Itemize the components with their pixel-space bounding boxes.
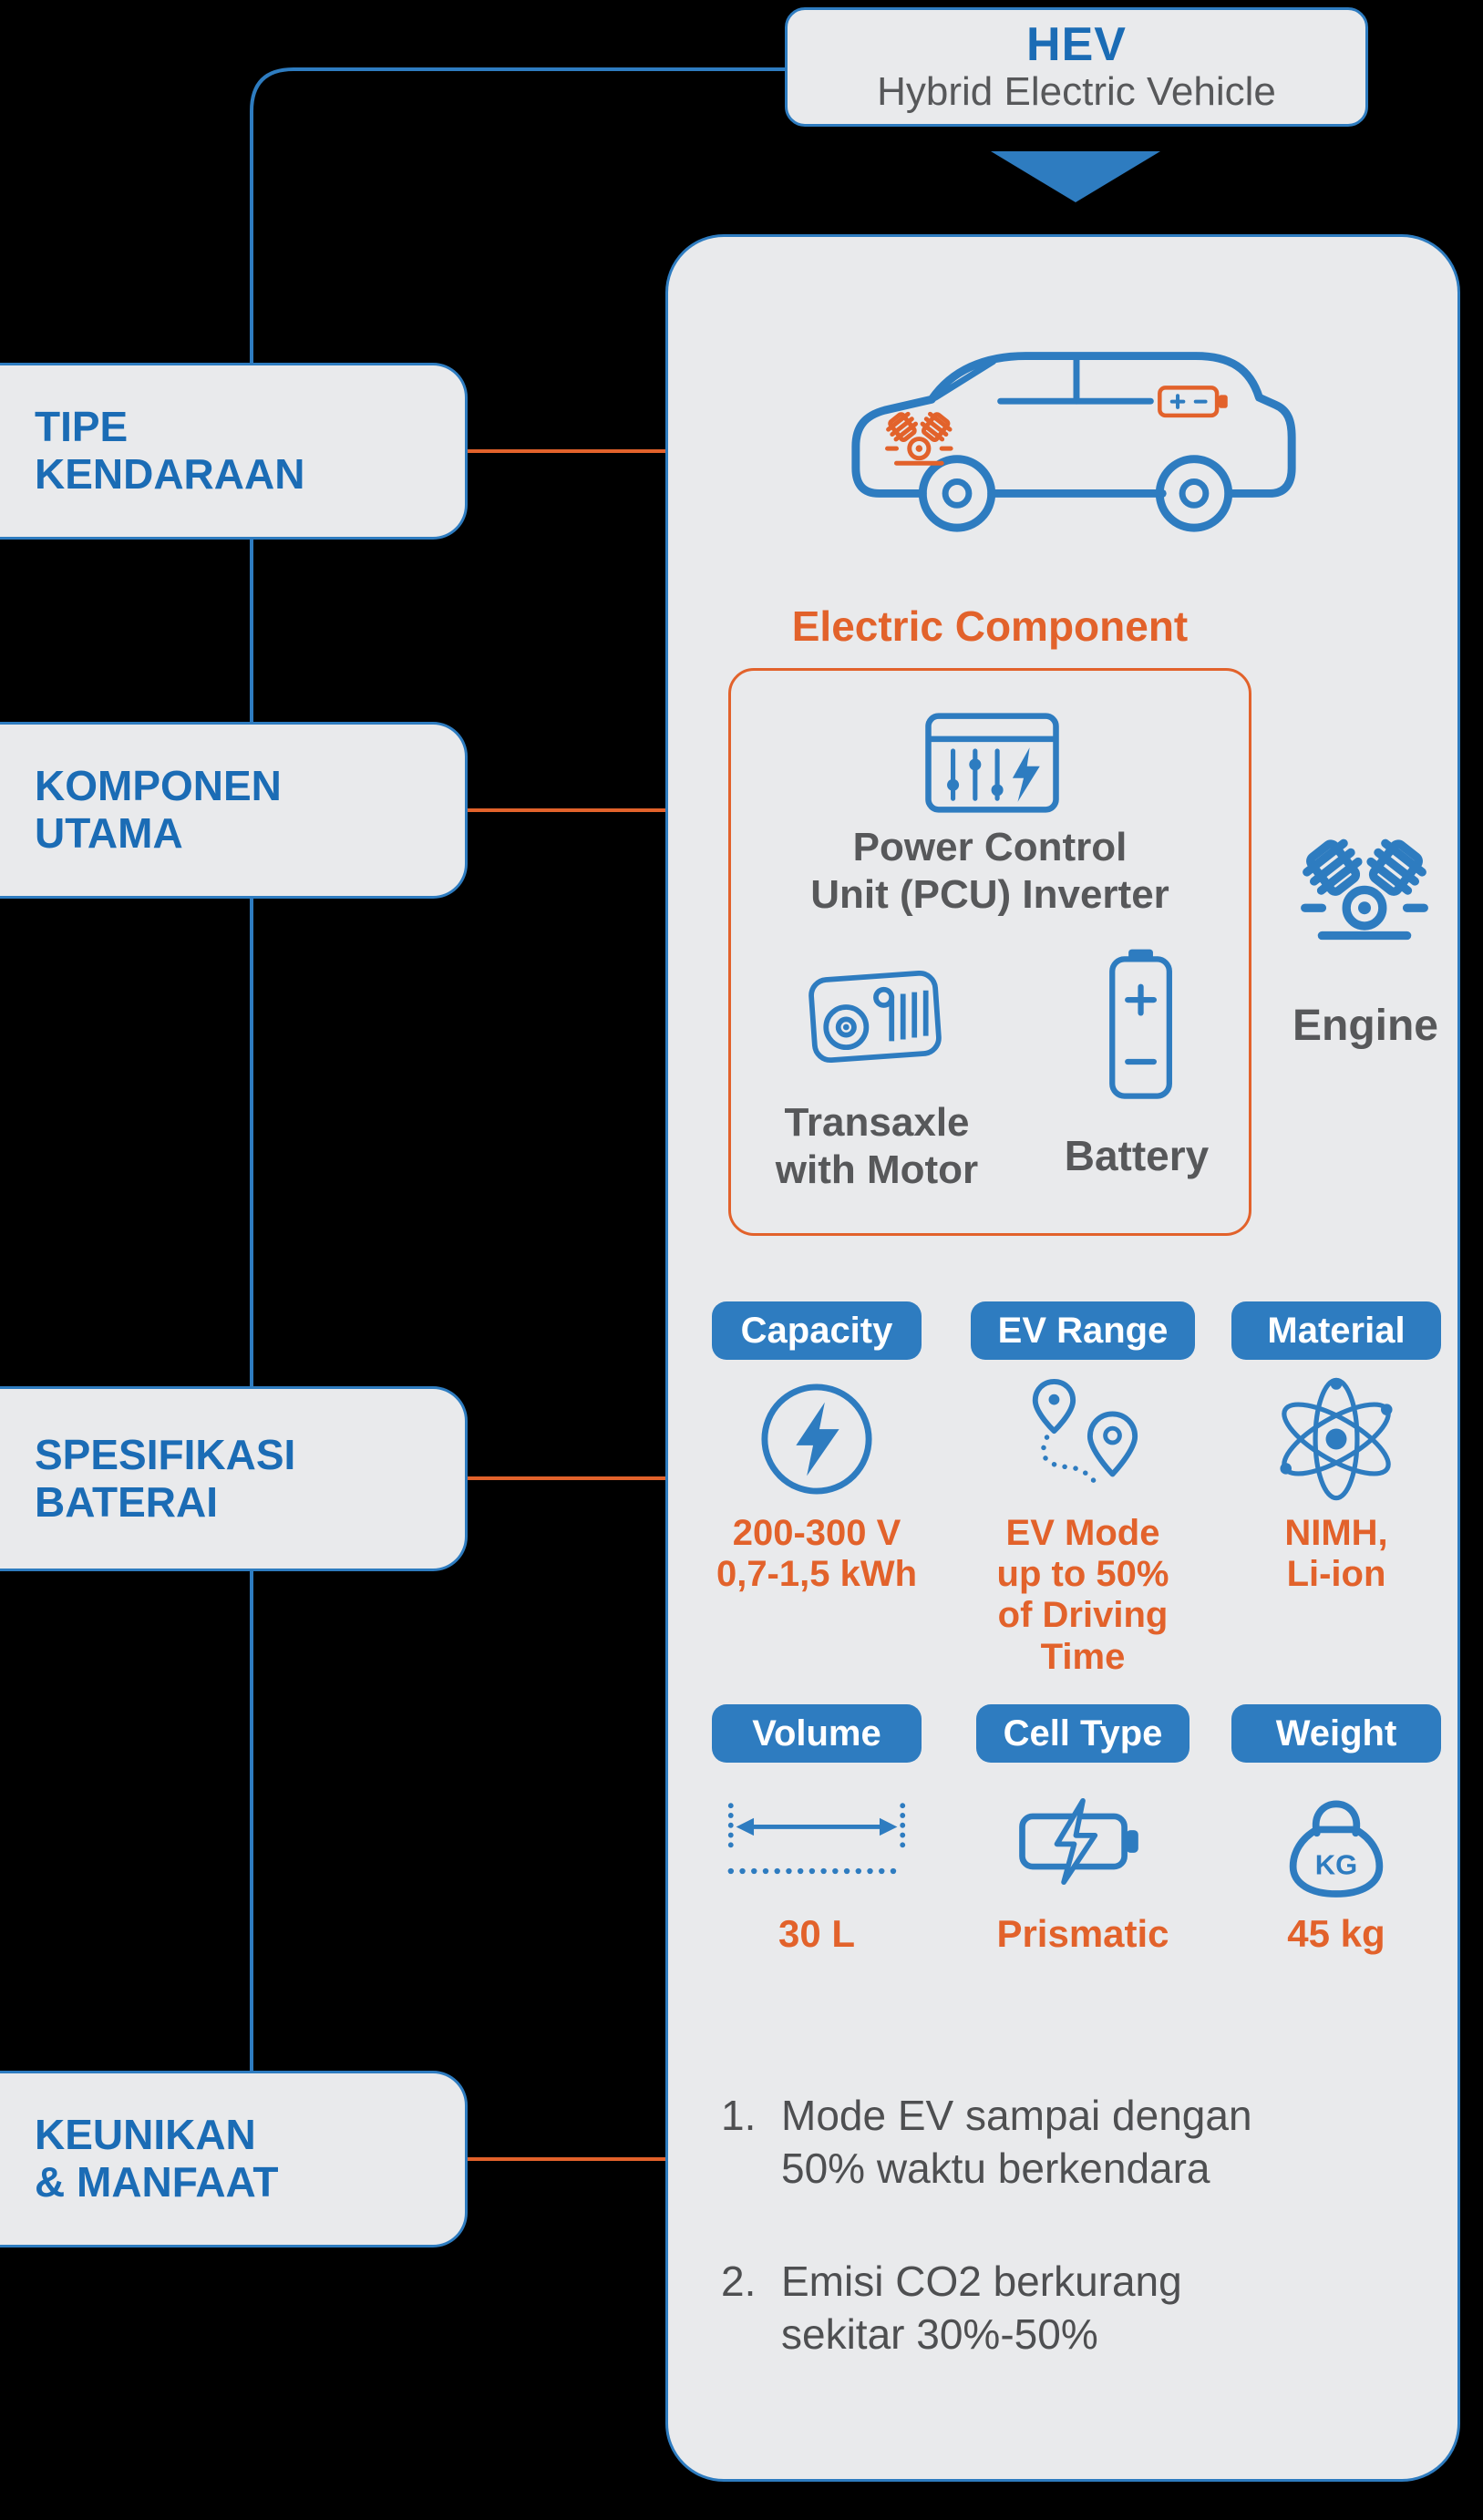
- sidebar-item-keunikan-manfaat: KEUNIKAN & MANFAAT: [0, 2071, 468, 2247]
- capacity-badge: Capacity: [712, 1301, 922, 1360]
- transaxle-motor-label: Transaxle with Motor: [775, 1100, 979, 1192]
- cell-type-badge: Cell Type: [975, 1704, 1190, 1763]
- benefit-number: 2.: [721, 2258, 757, 2305]
- volume-value: 30 L: [778, 1912, 856, 1955]
- sidebar-item-komponen-utama: KOMPONEN UTAMA: [0, 722, 468, 899]
- atom-icon: [1270, 1377, 1403, 1501]
- material-icon-box: [1215, 1371, 1457, 1507]
- header-card: HEV Hybrid Electric Vehicle: [785, 7, 1368, 127]
- material-value: NIMH, Li-ion: [1284, 1513, 1388, 1595]
- blue-spine-line: [250, 67, 791, 2159]
- ev-range-icon-box: [953, 1371, 1213, 1507]
- spec-capacity: Capacity 200-300 V 0,7-1,5 kWh: [686, 1301, 947, 1595]
- dimension-arrow-icon: [724, 1800, 910, 1882]
- benefit-text: Emisi CO2 berkurang sekitar 30%-50%: [781, 2258, 1182, 2358]
- ev-range-badge: EV Range: [970, 1301, 1196, 1360]
- material-badge: Material: [1231, 1301, 1441, 1360]
- benefit-text: Mode EV sampai dengan 50% waktu berkenda…: [781, 2092, 1252, 2192]
- capacity-value: 200-300 V 0,7-1,5 kWh: [716, 1513, 918, 1595]
- orange-branch-lines: [463, 449, 671, 2161]
- lightning-circle-icon: [758, 1381, 875, 1497]
- spec-volume: Volume 30 L: [686, 1704, 947, 1955]
- sidebar-item-tipe-kendaraan: TIPE KENDARAAN: [0, 363, 468, 540]
- capacity-icon-box: [686, 1371, 947, 1507]
- spec-ev-range: EV Range EV Mode up to 50% of Driving Ti…: [953, 1301, 1213, 1678]
- spec-weight: Weight 45 kg: [1215, 1704, 1457, 1955]
- benefit-number: 1.: [721, 2092, 757, 2139]
- ev-range-value: EV Mode up to 50% of Driving Time: [996, 1513, 1169, 1677]
- weight-value: 45 kg: [1287, 1912, 1385, 1955]
- benefit-item: 1. Mode EV sampai dengan 50% waktu berke…: [721, 2090, 1441, 2196]
- benefit-item: 2. Emisi CO2 berkurang sekitar 30%-50%: [721, 2256, 1441, 2361]
- weight-icon-box: [1215, 1777, 1457, 1905]
- main-panel: Electric Component Power Control Unit (P…: [665, 234, 1460, 2482]
- cell-type-icon-box: [953, 1777, 1213, 1905]
- volume-badge: Volume: [712, 1704, 922, 1763]
- car-battery-icon: [1159, 387, 1227, 415]
- spec-material: Material NIMH, Li-ion: [1215, 1301, 1457, 1595]
- electric-component-title: Electric Component: [791, 602, 1189, 650]
- engine-icon: [1290, 829, 1439, 951]
- pcu-inverter-label: Power Control Unit (PCU) Inverter: [810, 825, 1169, 917]
- battery-label: Battery: [1064, 1132, 1210, 1179]
- header-title: HEV: [1026, 18, 1127, 71]
- battery-icon: [1107, 946, 1176, 1101]
- cell-type-value: Prismatic: [996, 1912, 1169, 1955]
- route-pins-icon: [1020, 1376, 1146, 1502]
- weight-badge: Weight: [1231, 1704, 1441, 1763]
- kettlebell-icon: [1283, 1784, 1389, 1898]
- header-subtitle: Hybrid Electric Vehicle: [877, 68, 1276, 114]
- sidebar-item-spesifikasi-baterai: SPESIFIKASI BATERAI: [0, 1386, 468, 1571]
- battery-bolt-icon: [1014, 1794, 1152, 1889]
- engine-label: Engine: [1292, 1002, 1438, 1050]
- down-arrow-icon: [991, 151, 1160, 202]
- electric-component-box: Power Control Unit (PCU) Inverter Transa…: [728, 668, 1251, 1236]
- car-engine-icon: [886, 410, 953, 463]
- hybrid-car-icon: [839, 315, 1310, 534]
- transaxle-motor-icon: [800, 962, 950, 1072]
- volume-icon-box: [686, 1777, 947, 1905]
- spec-cell-type: Cell Type Prismatic: [953, 1704, 1213, 1955]
- pcu-inverter-icon: [922, 712, 1063, 814]
